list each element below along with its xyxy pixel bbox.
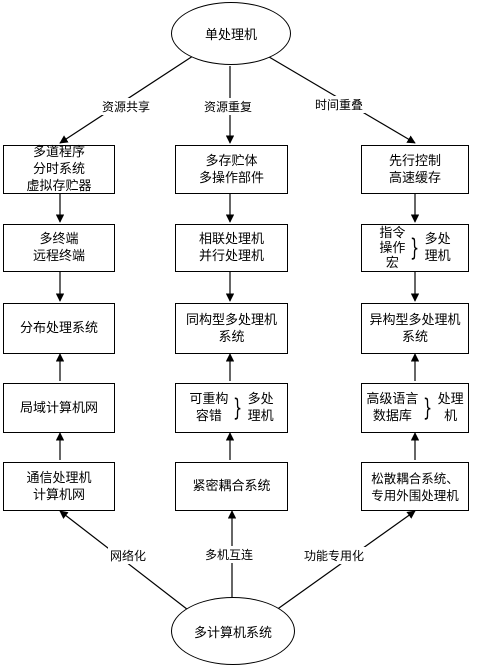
box-mid-4-target2: 理机 [247,409,274,424]
box-mid-2-line2: 并行处理机 [198,249,264,264]
box-right-2-item1: 指令 [379,225,406,241]
box-right-2-target2: 理机 [424,249,451,264]
box-right-1: 先行控制 高速缓存 [361,145,469,194]
box-left-1: 多道程序 分时系统 虚拟存贮器 [3,145,115,194]
box-mid-3-line1: 同构型多处理机 [185,312,277,328]
box-right-4-target: 处理 机 [438,391,464,425]
box-left-1-line2: 分时系统 [32,162,85,177]
box-mid-4-group: 可重构 容错 } 多处 理机 [176,391,287,425]
box-left-2-line2: 远程终端 [32,249,85,264]
box-right-2: 指令 操作 宏 } 多处 理机 [361,224,469,272]
box-mid-4-item2: 容错 [195,409,222,424]
box-left-5-line1: 通信处理机 [26,470,92,486]
box-mid-4-target: 多处 理机 [248,391,274,425]
box-right-4-group: 高级语言 数据库 } 处理 机 [362,391,468,425]
node-single-processor: 单处理机 [171,2,291,65]
brace-icon: } [233,394,243,422]
box-mid-3-line2: 系统 [218,329,245,345]
box-left-1-line3: 虚拟存贮器 [26,179,92,194]
box-right-2-group: 指令 操作 宏 } 多处 理机 [362,226,468,271]
label-resource-repeat: 资源重复 [202,98,255,115]
box-left-4-line1: 局域计算机网 [19,400,98,416]
label-interconnection: 多机互连 [203,546,256,563]
label-specialization: 功能专用化 [302,547,367,564]
box-mid-4-target1: 多处 [247,392,274,407]
box-right-2-items: 指令 操作 宏 [379,226,405,271]
box-right-5: 松散耦合系统、 专用外围处理机 [361,462,469,511]
box-right-5-line2: 专用外围处理机 [371,487,459,503]
box-right-5-line1: 松散耦合系统、 [371,470,459,486]
box-mid-1: 多存贮体 多操作部件 [175,145,288,194]
box-right-4-target1: 处理 [437,392,464,407]
box-right-3: 异构型多处理机 系统 [361,303,469,354]
label-time-overlap: 时间重叠 [313,96,366,113]
box-right-3-line2: 系统 [401,329,428,345]
node-multi-computer: 多计算机系统 [171,597,295,665]
box-mid-4-item1: 可重构 [189,392,229,407]
node-single-processor-label: 单处理机 [204,28,257,43]
box-left-2-line1: 多终端 [39,232,79,247]
label-resource-sharing: 资源共享 [100,98,153,115]
box-mid-5-line1: 紧密耦合系统 [192,479,271,494]
box-right-4-item2: 数据库 [372,409,412,424]
box-left-5: 通信处理机 计算机网 [3,462,115,511]
box-right-1-line2: 高速缓存 [388,170,441,186]
brace-icon: } [423,394,433,422]
box-mid-1-line1: 多存贮体 [205,153,258,169]
box-right-2-item2: 操作 [379,240,406,256]
box-right-4-items: 高级语言 数据库 [366,391,418,425]
box-right-4: 高级语言 数据库 } 处理 机 [361,383,469,433]
box-left-2: 多终端 远程终端 [3,224,115,272]
box-mid-3: 同构型多处理机 系统 [175,303,288,354]
box-mid-4: 可重构 容错 } 多处 理机 [175,383,288,433]
box-right-4-item1: 高级语言 [366,392,419,407]
box-right-1-line1: 先行控制 [388,153,441,169]
box-mid-2-line1: 相联处理机 [198,232,264,247]
box-left-4: 局域计算机网 [3,383,115,433]
brace-icon: } [410,234,420,262]
box-right-4-target2: 机 [444,409,458,424]
node-multi-computer-label: 多计算机系统 [193,625,272,641]
box-mid-5: 紧密耦合系统 [175,462,288,511]
box-mid-2: 相联处理机 并行处理机 [175,224,288,272]
label-networking: 网络化 [108,547,149,564]
box-left-5-line2: 计算机网 [32,487,85,503]
box-left-3-line1: 分布处理系统 [19,321,98,336]
box-right-2-item3: 宏 [385,255,399,271]
box-left-1-line1: 多道程序 [32,145,85,160]
box-right-2-target: 多处 理机 [425,231,451,265]
box-mid-1-line2: 多操作部件 [198,170,264,186]
box-right-3-line1: 异构型多处理机 [369,312,461,328]
box-mid-4-items: 可重构 容错 [189,391,228,425]
box-right-2-target1: 多处 [424,232,451,247]
box-left-3: 分布处理系统 [3,303,115,354]
